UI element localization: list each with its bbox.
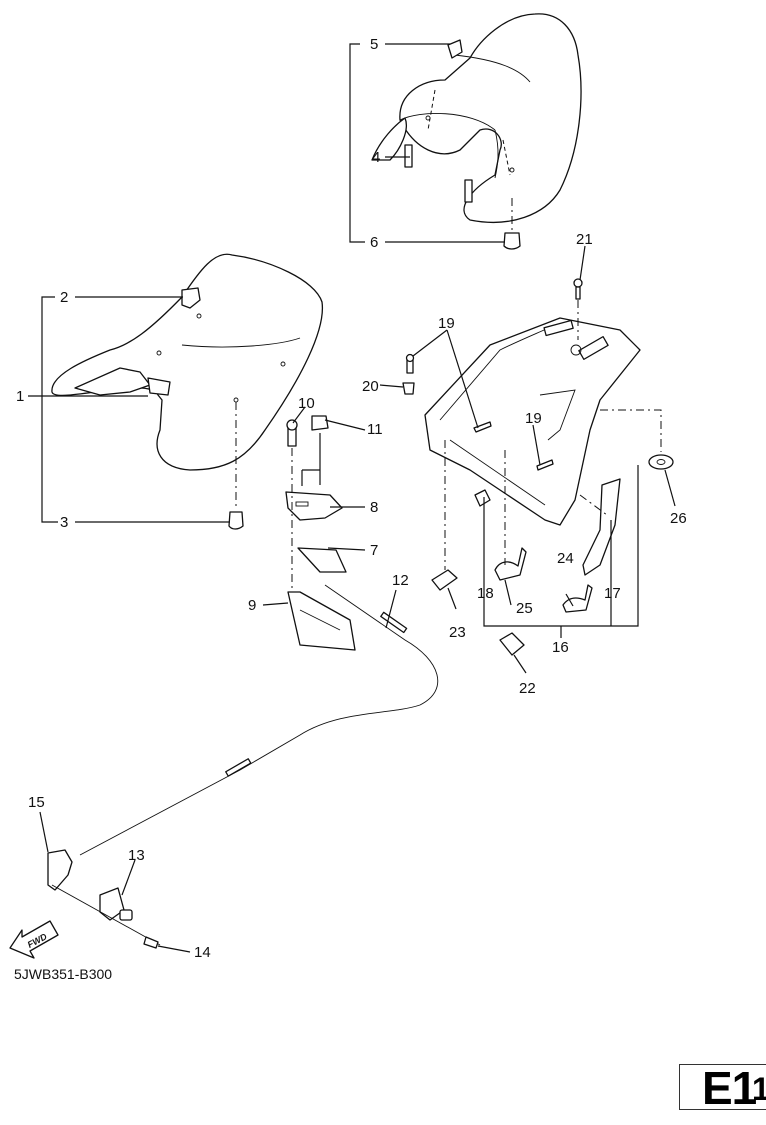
lock-cable [79,584,439,856]
page-label-box: E1 1 [679,1062,766,1114]
reference-code: 5JWB351-B300 [14,966,113,982]
callout-25: 25 [516,600,533,617]
callout-13: 13 [128,847,145,864]
callout-14: 14 [194,944,211,961]
callout-8: 8 [370,499,378,516]
page-label: E1 [702,1062,757,1114]
callout-2: 2 [60,289,68,306]
callout-11: 11 [367,421,383,438]
callout-1: 1 [16,388,24,405]
page-label-suffix: 1 [752,1071,766,1107]
callout-21: 21 [576,231,593,248]
callout-4: 4 [372,149,380,166]
callout-9: 9 [248,597,256,614]
callout-18: 18 [477,585,494,602]
lock-cylinder-group [47,849,161,949]
callout-16: 16 [552,639,569,656]
leader-lines [28,43,676,953]
callout-22: 22 [519,680,536,697]
callout-6: 6 [370,234,378,251]
callout-23: 23 [449,624,466,641]
callout-24: 24 [557,550,574,567]
callout-10: 10 [298,395,315,412]
callout-7: 7 [370,542,378,559]
rear-seat [371,13,582,250]
lock-bracket-group [285,415,356,651]
callout-20: 20 [362,378,379,395]
callout-19a: 19 [438,315,455,332]
callout-26: 26 [670,510,687,527]
callout-12: 12 [392,572,409,589]
fwd-arrow-icon: FWD [9,920,59,959]
callout-5: 5 [370,36,378,53]
callout-3: 3 [60,514,68,531]
callout-labels: 1 2 3 4 5 6 7 8 9 10 11 12 13 14 15 16 1… [16,36,687,961]
callout-19b: 19 [525,410,542,427]
carrier [402,278,674,656]
callout-17: 17 [604,585,621,602]
callout-15: 15 [28,794,45,811]
front-seat [51,253,324,530]
